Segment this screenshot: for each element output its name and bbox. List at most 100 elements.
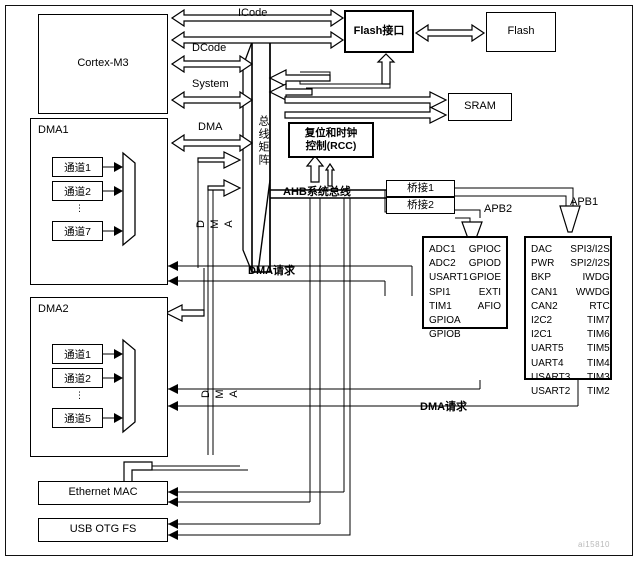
dma1-channel-2[interactable]: 通道2 xyxy=(52,181,103,201)
dma1-label: DMA1 xyxy=(38,124,69,136)
apb2-item-adc2: ADC2 xyxy=(429,258,456,270)
apb1-item-wwdg: WWDG xyxy=(575,286,610,298)
apb2-item-afio: AFIO xyxy=(477,300,501,312)
dma1-req-arrowhead-1 xyxy=(168,261,178,271)
rcc-up-arrow-1 xyxy=(305,155,325,183)
dcode-matrix-arrow xyxy=(170,54,254,74)
flash-label: Flash xyxy=(507,25,535,38)
eth-arrowhead-2 xyxy=(168,497,178,507)
icode-label: ICode xyxy=(238,7,268,19)
apb2-peripheral-list[interactable]: ADC1 ADC2 USART1 SPI1 TIM1 GPIOA GPIOB G… xyxy=(422,236,508,340)
apb1-item-spi3-i2s: SPI3/I2S xyxy=(570,244,610,255)
apb1-item-rtc: RTC xyxy=(589,300,610,312)
apb1-bus-label: APB1 xyxy=(570,196,599,208)
apb2-item-gpiod: GPIOD xyxy=(468,258,501,270)
ethernet-mac-block[interactable]: Ethernet MAC xyxy=(38,481,168,505)
dma2-block[interactable]: DMA2 通道1 通道2 ⋮ 通道5 xyxy=(30,297,168,457)
apb1-item-tim3: TIM3 xyxy=(586,371,610,383)
dma2-to-matrix-arrow xyxy=(207,179,242,197)
dma2-channel-5[interactable]: 通道5 xyxy=(52,408,103,428)
apb1-item-can1: CAN1 xyxy=(531,286,558,298)
ahb-bus-label: AHB系统总线 xyxy=(283,186,351,198)
dma1-block[interactable]: DMA1 通道1 通道2 ⋮ 通道7 xyxy=(30,118,168,285)
apb2-item-spi1: SPI1 xyxy=(429,286,451,298)
ethernet-mac-label: Ethernet MAC xyxy=(68,486,138,499)
dma2-channel-1[interactable]: 通道1 xyxy=(52,344,103,364)
flash-interface-flash-arrow xyxy=(414,23,486,43)
bridge1-label: 桥接1 xyxy=(407,181,434,194)
apb2-item-exti: EXTI xyxy=(478,286,501,298)
apb1-item-i2c1: I2C1 xyxy=(531,329,553,341)
dma1-mux xyxy=(103,151,136,247)
dma-left-upper-label: DMA xyxy=(195,218,237,230)
rcc-up-arrow-2 xyxy=(324,162,336,187)
dma2-req-arrowhead-1 xyxy=(168,384,178,394)
bridge1-block[interactable]: 桥接1 xyxy=(386,180,455,197)
usb-arrowhead-2 xyxy=(168,530,178,540)
eth-arrowhead-1 xyxy=(168,487,178,497)
apb1-item-tim6: TIM6 xyxy=(586,329,610,341)
diagram-outer-frame xyxy=(5,5,633,556)
rcc-label-line1: 复位和时钟 xyxy=(304,126,358,139)
apb1-peripheral-list[interactable]: DAC PWR BKP CAN1 CAN2 I2C2 I2C1 UART5 UA… xyxy=(524,236,612,397)
dma1-channel-1[interactable]: 通道1 xyxy=(52,157,103,177)
flash-interface-block[interactable]: Flash接口 xyxy=(344,10,414,53)
dma1-channel-7-label: 通道7 xyxy=(64,225,91,238)
apb1-item-dac: DAC xyxy=(531,244,553,255)
bridge2-label: 桥接2 xyxy=(407,198,434,211)
apb1-item-tim7: TIM7 xyxy=(586,314,610,326)
sram-arrow-2 xyxy=(284,106,448,124)
cortex-m3-label: Cortex-M3 xyxy=(77,57,129,70)
sram-block[interactable]: SRAM xyxy=(448,93,512,121)
apb1-item-spi2-i2s: SPI2/I2S xyxy=(570,258,610,270)
dma-request-upper-label: DMA请求 xyxy=(248,265,296,277)
apb1-item-tim4: TIM4 xyxy=(586,357,610,369)
flash-interface-label: Flash接口 xyxy=(353,24,405,37)
apb2-item-usart1: USART1 xyxy=(429,272,469,284)
apb2-item-gpioa: GPIOA xyxy=(429,314,461,326)
dma2-mux xyxy=(103,338,136,434)
apb1-left-column: DAC PWR BKP CAN1 CAN2 I2C2 I2C1 UART5 UA… xyxy=(531,243,570,397)
dcode-bus-arrow xyxy=(170,30,345,50)
dcode-label: DCode xyxy=(192,42,227,54)
apb1-item-iwdg: IWDG xyxy=(582,272,610,284)
cortex-m3-block[interactable]: Cortex-M3 xyxy=(38,14,168,114)
dma1-channel-1-label: 通道1 xyxy=(64,161,91,174)
dma2-label: DMA2 xyxy=(38,303,69,315)
apb1-right-column: SPI3/I2S SPI2/I2S IWDG WWDG RTC TIM7 TIM… xyxy=(570,243,610,397)
dma1-to-matrix-arrow xyxy=(197,151,242,169)
apb2-item-tim1: TIM1 xyxy=(429,300,452,312)
apb1-item-tim5: TIM5 xyxy=(586,343,610,355)
apb1-funnel-arrow xyxy=(559,205,581,233)
dma1-channel-2-label: 通道2 xyxy=(64,185,91,198)
dma1-channel-7[interactable]: 通道7 xyxy=(52,221,103,241)
apb1-item-usart3: USART3 xyxy=(531,371,571,383)
flash-interface-up-arrow xyxy=(376,53,396,85)
dma2-ellipsis: ⋮ xyxy=(75,390,84,400)
usb-otg-fs-block[interactable]: USB OTG FS xyxy=(38,518,168,542)
apb1-item-can2: CAN2 xyxy=(531,300,558,312)
rcc-label-line2: 控制(RCC) xyxy=(305,140,357,152)
bridge2-block[interactable]: 桥接2 xyxy=(386,197,455,214)
apb2-item-gpiob: GPIOB xyxy=(429,329,461,341)
dma-request-lower-label: DMA请求 xyxy=(420,401,468,413)
sram-label: SRAM xyxy=(464,100,496,113)
apb1-item-pwr: PWR xyxy=(531,258,555,270)
dma2-channel-1-label: 通道1 xyxy=(64,348,91,361)
system-label: System xyxy=(192,78,229,90)
dma-core-bus-arrow xyxy=(170,133,254,153)
flash-block[interactable]: Flash xyxy=(486,12,556,52)
apb2-bus-label: APB2 xyxy=(484,203,513,215)
apb2-item-adc1: ADC1 xyxy=(429,244,456,255)
bus-matrix-label: 总线矩阵 xyxy=(257,115,269,167)
dma2-channel-2[interactable]: 通道2 xyxy=(52,368,103,388)
apb2-left-column: ADC1 ADC2 USART1 SPI1 TIM1 GPIOA GPIOB xyxy=(429,243,469,340)
dma1-ellipsis: ⋮ xyxy=(75,203,84,213)
rcc-block[interactable]: 复位和时钟 控制(RCC) xyxy=(288,122,374,158)
apb1-item-uart4: UART4 xyxy=(531,357,564,369)
apb1-item-uart5: UART5 xyxy=(531,343,564,355)
usb-arrowhead-1 xyxy=(168,519,178,529)
apb1-item-bkp: BKP xyxy=(531,272,552,284)
dma2-req-arrowhead-2 xyxy=(168,401,178,411)
